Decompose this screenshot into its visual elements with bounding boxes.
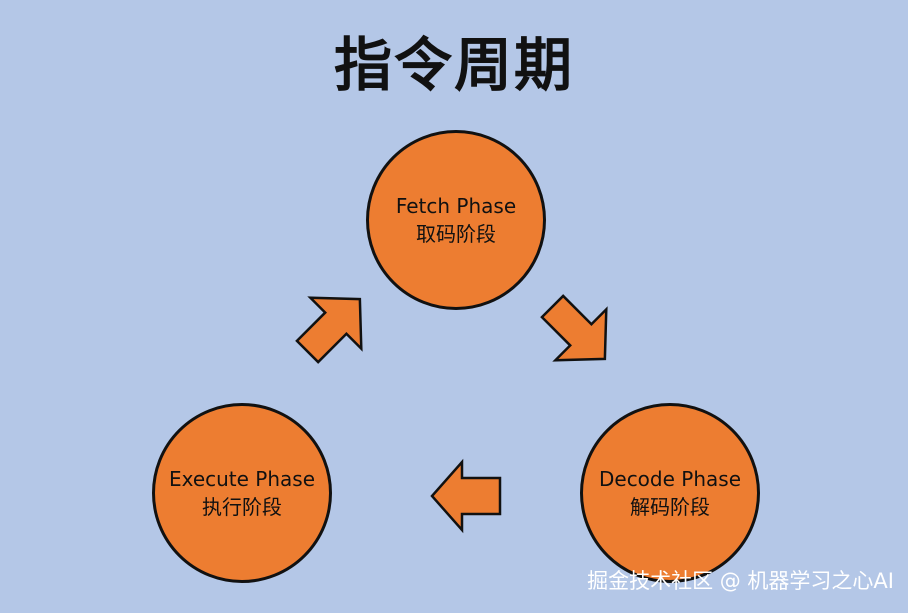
fetch-phase-label-zh: 取码阶段 bbox=[416, 222, 496, 246]
execute-phase-node: Execute Phase 执行阶段 bbox=[152, 403, 332, 583]
decode-phase-label: Decode Phase bbox=[598, 467, 741, 491]
arrow-execute-to-fetch bbox=[295, 296, 363, 364]
diagram-title: 指令周期 bbox=[333, 31, 574, 99]
decode-phase-node: Decode Phase 解码阶段 bbox=[580, 403, 760, 583]
execute-phase-label-zh: 执行阶段 bbox=[202, 495, 282, 519]
watermark-text: 掘金技术社区 @ 机器学习之心AI bbox=[587, 569, 894, 593]
decode-phase-label-zh: 解码阶段 bbox=[630, 495, 710, 519]
execute-phase-label: Execute Phase bbox=[168, 467, 316, 491]
arrow-decode-to-execute bbox=[430, 458, 502, 534]
arrow-fetch-to-decode bbox=[540, 294, 608, 362]
fetch-phase-label: Fetch Phase bbox=[395, 194, 517, 218]
fetch-phase-node: Fetch Phase 取码阶段 bbox=[366, 130, 546, 310]
